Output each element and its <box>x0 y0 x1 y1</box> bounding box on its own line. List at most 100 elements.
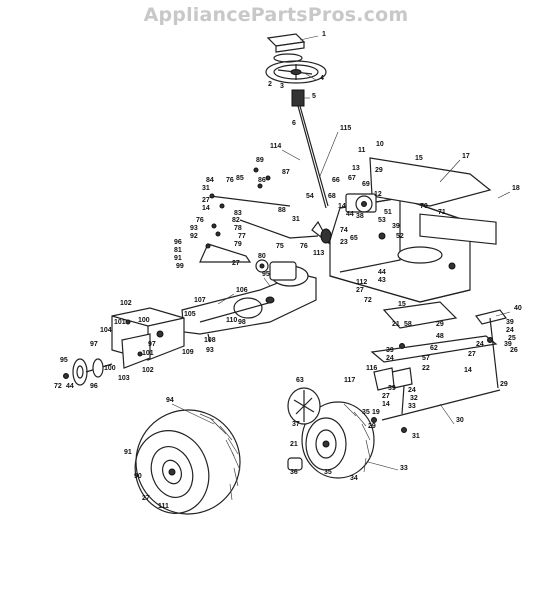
part-callout[interactable]: 63 <box>296 377 304 384</box>
part-callout[interactable]: 4 <box>320 75 324 82</box>
part-callout[interactable]: 39 <box>386 347 394 354</box>
mower-frame[interactable] <box>329 157 497 303</box>
part-callout[interactable]: 66 <box>332 177 340 184</box>
part-callout[interactable]: 117 <box>344 377 355 384</box>
part-callout[interactable]: 13 <box>352 165 360 172</box>
part-callout[interactable]: 76 <box>300 243 308 250</box>
part-callout[interactable]: 37 <box>292 421 300 428</box>
part-callout[interactable]: 72 <box>364 297 372 304</box>
part-callout[interactable]: 18 <box>512 185 520 192</box>
part-callout[interactable]: 23 <box>340 239 348 246</box>
part-callout[interactable]: 39 <box>504 341 512 348</box>
part-callout[interactable]: 95 <box>262 271 270 278</box>
front-axle[interactable] <box>370 301 508 433</box>
part-callout[interactable]: 77 <box>238 233 246 240</box>
part-callout[interactable]: 116 <box>366 365 377 372</box>
part-callout[interactable]: 29 <box>500 381 508 388</box>
part-callout[interactable]: 39 <box>392 223 400 230</box>
part-callout[interactable]: 26 <box>510 347 518 354</box>
rear-tire[interactable] <box>121 395 254 528</box>
part-callout[interactable]: 25 <box>508 335 516 342</box>
part-callout[interactable]: 112 <box>356 279 367 286</box>
part-callout[interactable]: 96 <box>90 383 98 390</box>
part-callout[interactable]: 70 <box>420 203 428 210</box>
part-callout[interactable]: 89 <box>256 157 264 164</box>
part-callout[interactable]: 17 <box>462 153 470 160</box>
part-callout[interactable]: 68 <box>328 193 336 200</box>
part-callout[interactable]: 91 <box>124 449 132 456</box>
part-callout[interactable]: 81 <box>174 247 182 254</box>
part-callout[interactable]: 29 <box>368 423 376 430</box>
part-callout[interactable]: 36 <box>290 469 298 476</box>
part-callout[interactable]: 108 <box>204 337 216 344</box>
part-callout[interactable]: 34 <box>350 475 358 482</box>
part-callout[interactable]: 35 <box>324 469 332 476</box>
part-callout[interactable]: 87 <box>282 169 290 176</box>
part-callout[interactable]: 29 <box>375 167 383 174</box>
part-callout[interactable]: 76 <box>196 217 204 224</box>
part-callout[interactable]: 35 <box>362 409 370 416</box>
part-callout[interactable]: 43 <box>378 277 386 284</box>
part-callout[interactable]: 91 <box>174 255 182 262</box>
part-callout[interactable]: 27 <box>142 495 150 502</box>
steering-wheel[interactable] <box>265 33 327 84</box>
part-callout[interactable]: 27 <box>468 351 476 358</box>
part-callout[interactable]: 14 <box>382 401 390 408</box>
part-callout[interactable]: 54 <box>306 193 314 200</box>
part-callout[interactable]: 75 <box>276 243 284 250</box>
part-callout[interactable]: 5 <box>312 93 316 100</box>
part-callout[interactable]: 102 <box>142 367 154 374</box>
part-callout[interactable]: 98 <box>238 319 246 326</box>
part-callout[interactable]: 80 <box>258 253 266 260</box>
transaxle[interactable] <box>181 259 317 343</box>
part-callout[interactable]: 6 <box>292 120 296 127</box>
part-callout[interactable]: 51 <box>384 209 392 216</box>
part-callout[interactable]: 99 <box>176 263 184 270</box>
part-callout[interactable]: 33 <box>408 403 416 410</box>
part-callout[interactable]: 94 <box>166 397 174 404</box>
part-callout[interactable]: 11 <box>358 147 366 154</box>
part-callout[interactable]: 38 <box>356 213 364 220</box>
part-callout[interactable]: 15 <box>398 301 406 308</box>
part-callout[interactable]: 39 <box>506 319 514 326</box>
part-callout[interactable]: 101 <box>142 350 154 357</box>
part-callout[interactable]: 44 <box>346 211 354 218</box>
part-callout[interactable]: 44 <box>378 269 386 276</box>
part-callout[interactable]: 96 <box>174 239 182 246</box>
part-callout[interactable]: 71 <box>438 209 446 216</box>
part-callout[interactable]: 3 <box>280 83 284 90</box>
part-callout[interactable]: 85 <box>236 175 244 182</box>
part-callout[interactable]: 12 <box>374 191 382 198</box>
part-callout[interactable]: 69 <box>362 181 370 188</box>
axle-bracket[interactable] <box>111 307 185 369</box>
part-callout[interactable]: 19 <box>372 409 380 416</box>
part-callout[interactable]: 29 <box>436 321 444 328</box>
part-callout[interactable]: 31 <box>292 216 300 223</box>
part-callout[interactable]: 15 <box>415 155 423 162</box>
front-wheel[interactable] <box>287 401 375 479</box>
part-callout[interactable]: 48 <box>436 333 444 340</box>
part-callout[interactable]: 39 <box>388 385 396 392</box>
part-callout[interactable]: 14 <box>202 205 210 212</box>
part-callout[interactable]: 97 <box>90 341 98 348</box>
part-callout[interactable]: 105 <box>184 311 196 318</box>
part-callout[interactable]: 95 <box>60 357 68 364</box>
part-callout[interactable]: 65 <box>350 235 358 242</box>
part-callout[interactable]: 82 <box>232 217 240 224</box>
part-callout[interactable]: 52 <box>396 233 404 240</box>
part-callout[interactable]: 83 <box>234 210 242 217</box>
part-callout[interactable]: 72 <box>54 383 62 390</box>
part-callout[interactable]: 90 <box>134 473 142 480</box>
part-callout[interactable]: 100 <box>138 317 150 324</box>
part-callout[interactable]: 93 <box>206 347 214 354</box>
part-callout[interactable]: 27 <box>202 197 210 204</box>
part-callout[interactable]: 111 <box>158 503 169 510</box>
part-callout[interactable]: 62 <box>430 345 438 352</box>
part-callout[interactable]: 110 <box>226 317 237 324</box>
part-callout[interactable]: 53 <box>378 217 386 224</box>
part-callout[interactable]: 100 <box>104 365 116 372</box>
part-callout[interactable]: 78 <box>234 225 242 232</box>
part-callout[interactable]: 40 <box>514 305 522 312</box>
part-callout[interactable]: 103 <box>118 375 130 382</box>
part-callout[interactable]: 115 <box>340 125 351 132</box>
